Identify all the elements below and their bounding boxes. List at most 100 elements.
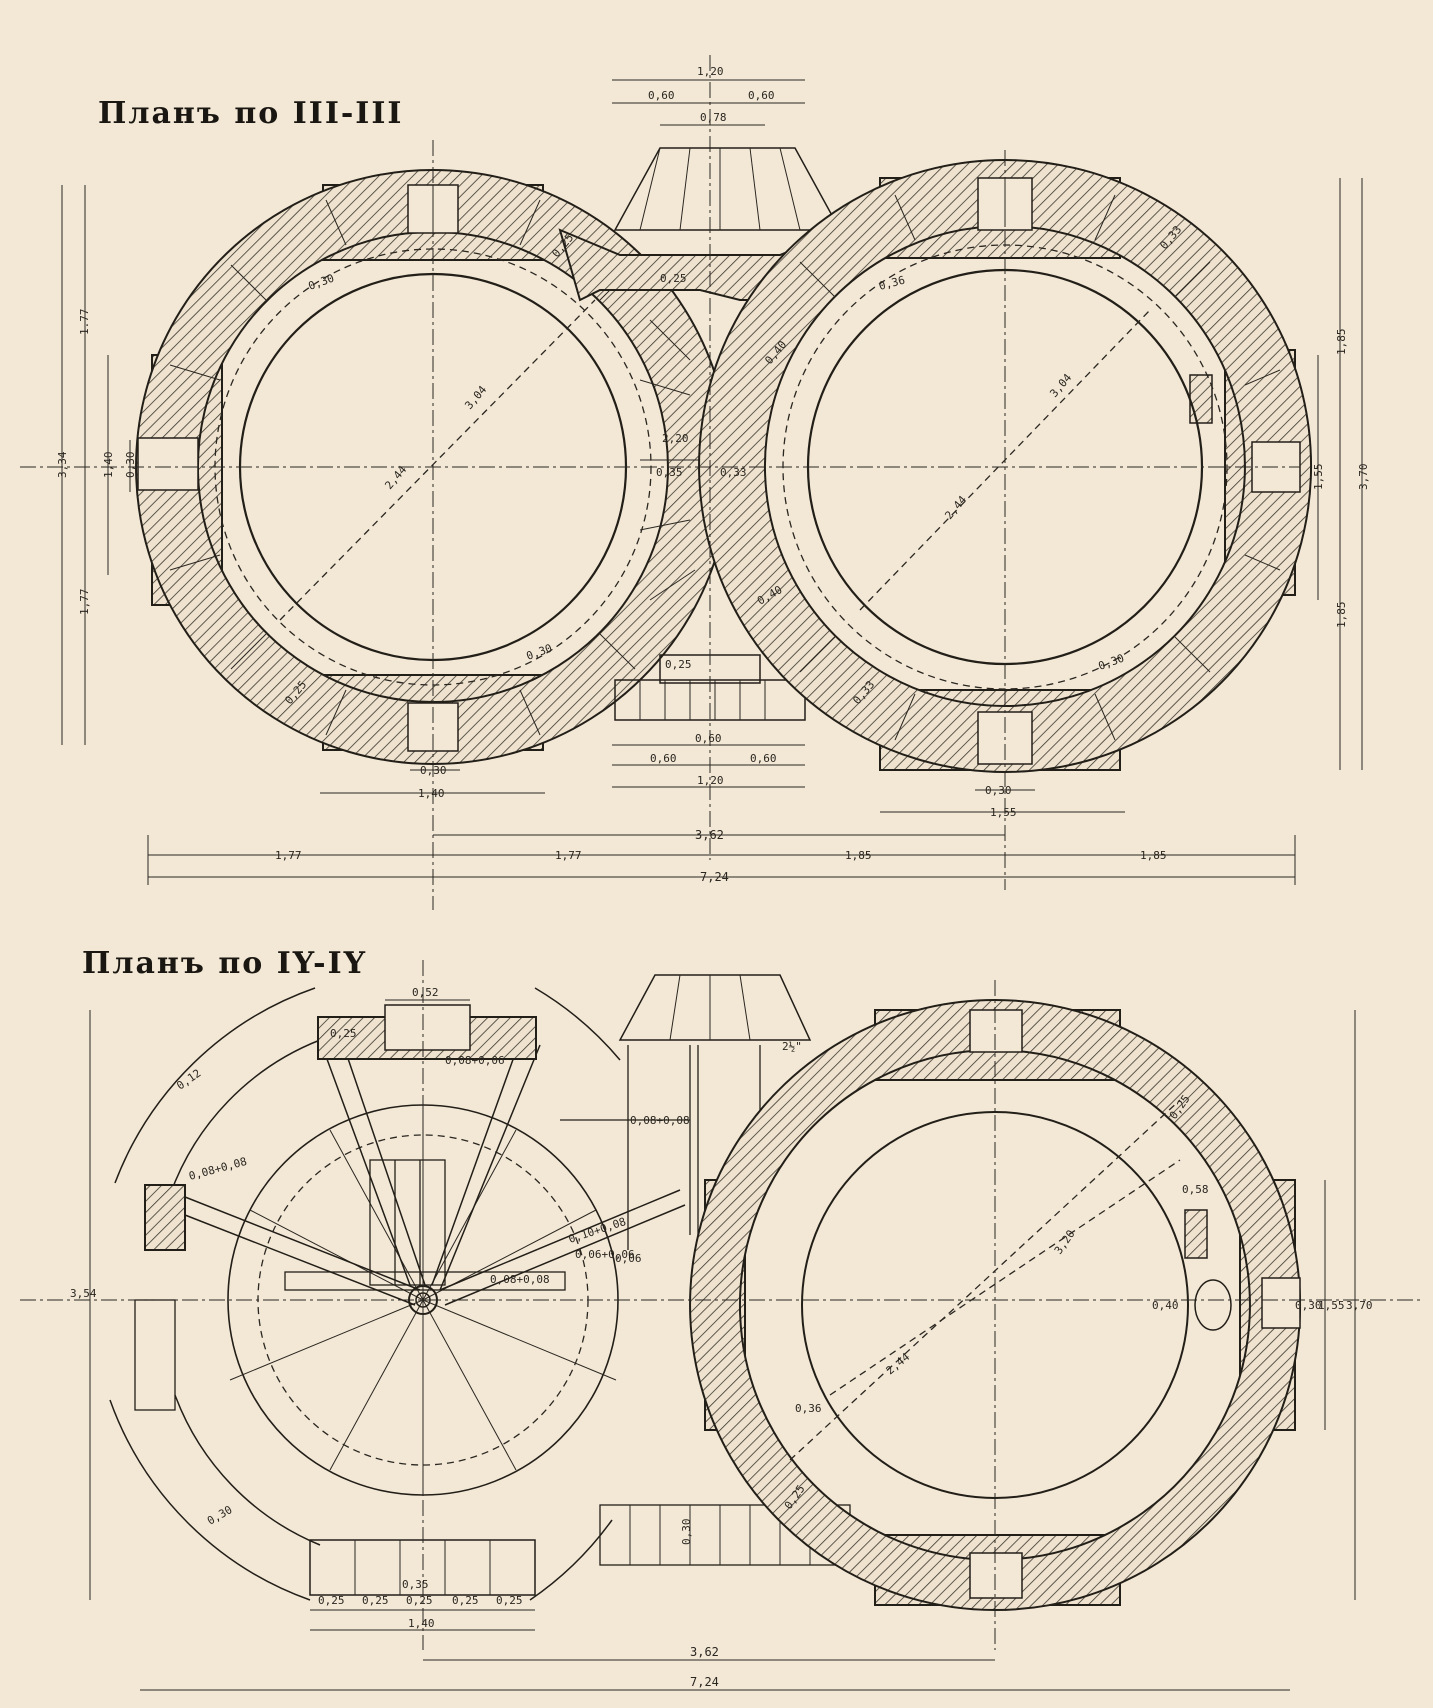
top-dim-bottom-724: 7,24 — [700, 870, 729, 884]
top-right-label-244: 2,44 — [942, 493, 969, 522]
top-dim-left-030: 0,30 — [124, 452, 137, 479]
top-between-035: 0,35 — [656, 466, 683, 479]
bottom-left-west-block — [144, 1184, 186, 1251]
bottom-dim-2-5in: 2½" — [782, 1040, 802, 1053]
bottom-dim-025-3: 0,25 — [406, 1594, 433, 1607]
top-dim-left-177a: 1.77 — [78, 309, 91, 336]
top-between-025a: 0,25 — [660, 272, 687, 285]
top-right-label-030: 0,30 — [1097, 652, 1126, 673]
bottom-dim-025-4: 0,25 — [452, 1594, 479, 1607]
bottom-dim-724: 7,24 — [690, 1675, 719, 1689]
bottom-right-label-030-steps: 0,30 — [680, 1519, 693, 1546]
bottom-left-label-012: 0,12 — [174, 1067, 203, 1093]
bottom-left-label-006: 0,06 — [615, 1252, 642, 1265]
top-dim-bottom-030-l: 0,30 — [420, 764, 447, 777]
top-right-label-036: 0,36 — [877, 273, 906, 292]
bottom-left-arc-sw-inner — [174, 1394, 321, 1546]
top-right-label-304: 3,04 — [1047, 371, 1074, 400]
bottom-plan: 0,52 0,25 0,08+0,06 2½" 0,08+0,08 0,08+0… — [20, 960, 1420, 1691]
bottom-right-oval-opening — [1194, 1279, 1232, 1331]
bottom-dim-025-1: 0,25 — [318, 1594, 345, 1607]
bottom-right-door-south — [969, 1552, 1023, 1599]
bottom-right-label-058: 0,58 — [1182, 1183, 1209, 1196]
bottom-left-label-008-008: 0,08+0,08 — [187, 1155, 248, 1183]
bottom-right-niche — [1184, 1209, 1208, 1259]
bottom-right-diameter-line-2 — [789, 1099, 1181, 1461]
top-dimension-lines — [61, 79, 1363, 885]
top-dim-1-20: 1,20 — [697, 65, 724, 78]
plan-title-bottom: Планъ по IY-IY — [82, 946, 368, 981]
top-right-radial-lines — [799, 178, 1281, 741]
bottom-left-label-354: 3,54 — [70, 1287, 97, 1300]
top-dim-0-60-a: 0,60 — [648, 89, 675, 102]
bottom-dimension-lines — [89, 999, 1356, 1691]
bottom-dim-035: 0,35 — [402, 1578, 429, 1591]
plan-title-top: Планъ по III-III — [98, 96, 404, 131]
bottom-dim-025-5: 0,25 — [496, 1594, 523, 1607]
top-dim-bottom-177a: 1,77 — [275, 849, 302, 862]
top-dim-bottom-120: 1,20 — [697, 774, 724, 787]
top-dim-bottom-185b: 1,85 — [1140, 849, 1167, 862]
top-left-door-west — [137, 437, 199, 491]
top-left-diameter-line — [279, 299, 596, 621]
bottom-left-arc-se — [529, 1519, 613, 1601]
bottom-left-frame-posts — [284, 1159, 566, 1291]
bottom-left-arc-ne — [534, 987, 621, 1061]
bottom-dim-052: 0,52 — [412, 986, 439, 999]
bottom-left-inner-arc — [169, 1039, 321, 1196]
bottom-dim-025-2: 0,25 — [362, 1594, 389, 1607]
bottom-right-door-north — [969, 1009, 1023, 1053]
bottom-dim-025: 0,25 — [330, 1027, 357, 1040]
top-right-tower — [698, 159, 1313, 773]
top-stair-landing — [613, 147, 842, 231]
top-dim-left-140: 1,40 — [102, 452, 115, 479]
top-left-label-304: 3,04 — [462, 383, 489, 412]
top-dim-bottom-177b: 1,77 — [555, 849, 582, 862]
bottom-left-outer-arc — [114, 987, 316, 1184]
top-dim-bottom-060-l: 0,60 — [650, 752, 677, 765]
top-dim-bottom-140: 1,40 — [418, 787, 445, 800]
top-left-wall-ring — [135, 169, 731, 765]
bottom-dim-362: 3,62 — [690, 1645, 719, 1659]
top-left-radial-lines — [169, 185, 636, 736]
bottom-left-label-006-006: 0,06+0,06 — [575, 1248, 635, 1261]
top-axes — [20, 55, 1300, 910]
top-dim-bottom-185a: 1,85 — [845, 849, 872, 862]
top-dim-left-177b: 1,77 — [78, 589, 91, 616]
top-dim-right-185b: 1,85 — [1335, 602, 1348, 629]
bottom-dim-008-008a: 0,08+0,08 — [630, 1114, 690, 1127]
top-between-220: 2,20 — [662, 432, 689, 445]
bottom-right-tower — [689, 999, 1302, 1611]
top-dim-right-185a: 1,85 — [1335, 329, 1348, 356]
bottom-axes — [20, 960, 1420, 1650]
top-between-025b: 0,25 — [665, 658, 692, 671]
top-dim-bottom-362: 3,62 — [695, 828, 724, 842]
top-dim-bottom-060-r: 0,60 — [750, 752, 777, 765]
bottom-left-west-steps — [134, 1299, 176, 1411]
top-right-niche — [1189, 374, 1213, 424]
top-dim-0-78: 0,78 — [700, 111, 727, 124]
bottom-right-door-east — [1261, 1277, 1301, 1329]
top-dim-bottom-030-r: 0,30 — [985, 784, 1012, 797]
top-between-033: 0,33 — [720, 466, 747, 479]
bottom-left-north-door — [384, 1004, 471, 1051]
bottom-left-label-030: 0,30 — [205, 1503, 234, 1528]
bottom-left-arc-sw — [109, 1399, 311, 1601]
top-left-label-030b: 0,30 — [525, 642, 554, 663]
bottom-dim-140: 1,40 — [408, 1617, 435, 1630]
bottom-stair-landing — [618, 974, 812, 1041]
bottom-dim-008-006: 0,08+0,06 — [445, 1054, 505, 1067]
top-plan: 1,20 0,60 0,60 0,78 1.77 3,34 1,40 0,30 … — [20, 55, 1370, 910]
bottom-right-label-040: 0,40 — [1152, 1299, 1179, 1312]
top-dim-left-334: 3,34 — [56, 451, 69, 478]
top-right-wall-ring — [698, 159, 1313, 773]
bottom-right-label-155: 1,55 — [1318, 1299, 1345, 1312]
bottom-right-label-244: 2,44 — [884, 1350, 913, 1377]
top-left-label-030a: 0,30 — [307, 272, 336, 293]
top-dim-bottom-060: 0,60 — [695, 732, 722, 745]
bottom-right-label-036: 0,36 — [795, 1402, 822, 1415]
top-stair-treads — [639, 147, 801, 231]
bottom-dim-008-008b: 0,08+0,08 — [490, 1273, 550, 1286]
top-spiral-lines — [639, 319, 700, 601]
